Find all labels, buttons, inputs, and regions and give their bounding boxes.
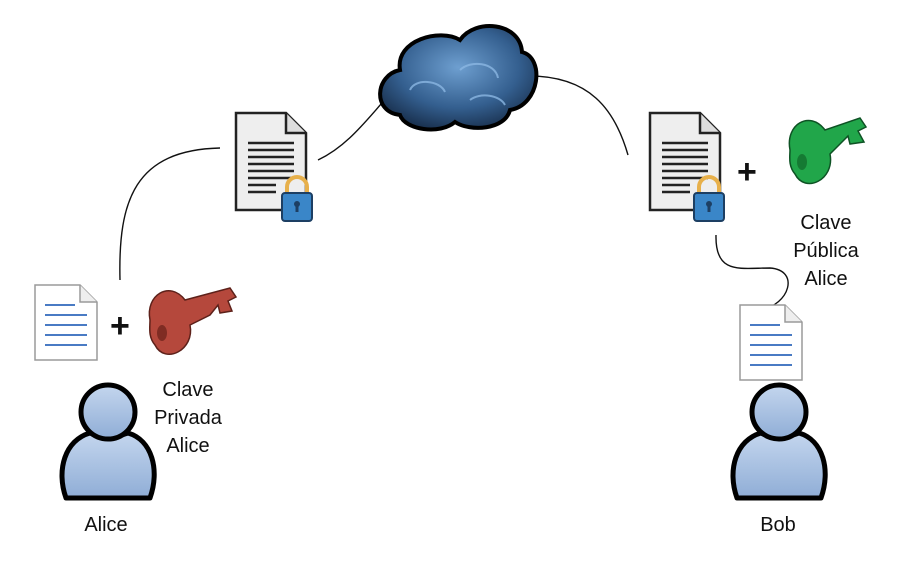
- label-line: Clave: [800, 212, 852, 234]
- label-line: Privada: [154, 407, 222, 429]
- line-alice-to-encrypted-doc: [119, 147, 221, 281]
- plus-sign: +: [110, 307, 130, 345]
- public-key-label: Clave Pública Alice: [786, 209, 866, 293]
- lock-icon: [693, 175, 725, 222]
- lock-icon: [281, 175, 313, 222]
- alice-label: Alice: [84, 514, 128, 536]
- label-line: Pública: [793, 240, 859, 262]
- document-icon: [34, 284, 98, 361]
- line-cloud-to-bob-doc: [525, 75, 629, 156]
- plus-sign: +: [737, 153, 757, 191]
- cloud-icon: [378, 24, 539, 132]
- private-key-label: Clave Privada Alice: [148, 376, 228, 460]
- user-icon: [730, 382, 828, 501]
- label-line: Alice: [804, 268, 848, 290]
- key-icon: [148, 287, 238, 355]
- label-line: Clave: [162, 379, 214, 401]
- document-icon: [739, 304, 803, 381]
- label-line: Alice: [166, 435, 210, 457]
- line-bob-doc-to-plain-doc: [715, 234, 789, 311]
- key-icon: [788, 117, 868, 185]
- encrypted-document-icon: [648, 111, 725, 222]
- encrypted-document-icon: [234, 111, 313, 222]
- user-icon: [59, 382, 157, 501]
- bob-label: Bob: [760, 514, 796, 536]
